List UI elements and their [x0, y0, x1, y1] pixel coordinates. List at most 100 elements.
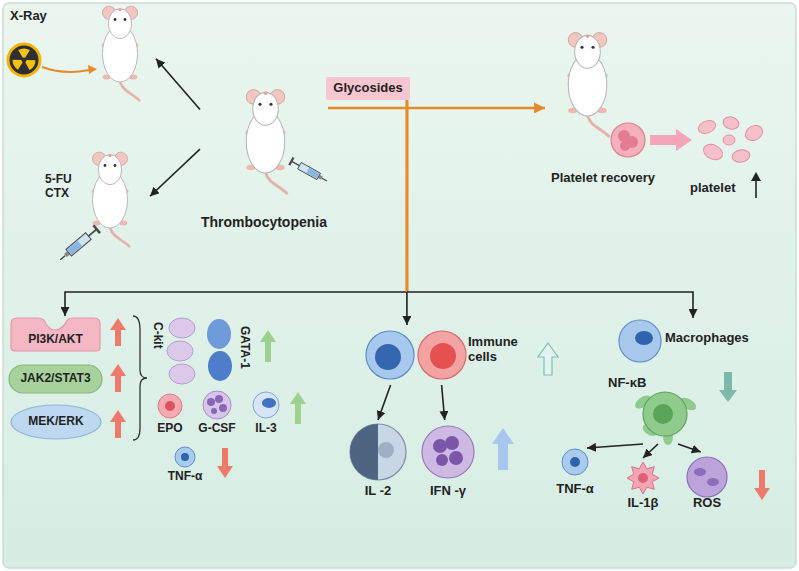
- increase-arrow: [751, 172, 761, 198]
- connector-line: [328, 107, 545, 110]
- node-label: MEK/ERK: [10, 415, 102, 429]
- grouping-bracket: [133, 316, 147, 440]
- connector-line: [406, 100, 409, 292]
- connector-line: [407, 292, 693, 318]
- pathway-pill: JAK2/STAT3: [8, 364, 103, 394]
- cytokine-cell-node: G-CSF: [192, 388, 242, 440]
- recovered-mouse: [567, 33, 609, 138]
- connector-line: [406, 100, 409, 292]
- nfkb-node: NF-κB: [608, 376, 708, 444]
- ros-node: ROS: [676, 452, 738, 516]
- connector-arrow: [328, 107, 545, 108]
- upregulation-arrow: [260, 330, 276, 362]
- epo-cell: [158, 394, 182, 418]
- treatment-box: Glycosides: [326, 77, 410, 100]
- drug-syringe: [57, 224, 101, 263]
- connector-line: [678, 444, 701, 452]
- node-label: Macrophages: [665, 331, 749, 346]
- drug-mouse-node: 5-FU CTX: [40, 140, 150, 265]
- cytokine-cell-node: IFN -γ: [415, 420, 481, 504]
- il2-cell: [350, 424, 406, 480]
- immune-cell-pair: [366, 331, 466, 379]
- connector-arrow: [442, 385, 445, 420]
- ifn-cell: [422, 426, 474, 478]
- cytokine-cell-node: TNF-α: [545, 448, 605, 504]
- connector-arrow: [65, 100, 407, 316]
- macrophage-cell: [619, 320, 661, 362]
- node-label: IL -2: [338, 484, 418, 499]
- production-arrow: [650, 129, 692, 151]
- node-label: TNF-α: [155, 470, 215, 484]
- connector-arrow: [156, 59, 200, 110]
- thrombocytopenia-mouse: [245, 90, 287, 195]
- connector-line: [65, 292, 407, 316]
- connector-line: [406, 292, 408, 325]
- connector-line: [406, 100, 409, 292]
- injected-mouse: [92, 152, 130, 247]
- connector-arrow: [643, 444, 658, 458]
- node-label: IL-3: [241, 422, 291, 436]
- cytokine-cell-node: IL-3: [246, 388, 286, 440]
- free-label: platelet: [690, 181, 736, 196]
- node-label: GATA-1: [237, 326, 251, 369]
- connector-line: [378, 385, 391, 420]
- node-label: ROS: [671, 496, 743, 511]
- cytokine-cell-node: TNF-α: [160, 446, 210, 490]
- background-panel: [3, 3, 796, 568]
- pathway-receptor: PI3K/AKT: [8, 316, 103, 352]
- decrease-arrow: [719, 372, 737, 402]
- connector-line: [643, 444, 658, 458]
- tnf-cell: [175, 447, 195, 467]
- node-label: X-Ray: [10, 9, 70, 24]
- node-label: G-CSF: [187, 422, 247, 436]
- increase-arrow: [492, 428, 514, 470]
- receptor-node: C-kit: [148, 316, 198, 386]
- downregulation-arrow: [217, 448, 233, 478]
- macrophage-node: Macrophages: [615, 318, 745, 364]
- node-label: 5-FU CTX: [45, 173, 81, 201]
- irradiated-mouse: [102, 6, 140, 101]
- increase-outline-arrow: [538, 343, 558, 375]
- node-label: NF-κB: [608, 376, 646, 391]
- node-label: PI3K/AKT: [8, 333, 103, 347]
- neutrophil-cell: [203, 391, 231, 419]
- node-label: EPO: [145, 422, 195, 436]
- xray-icon: [8, 44, 40, 76]
- xray-mouse-node: X-Ray: [6, 6, 156, 102]
- immune-cells-node: Immune cells: [360, 325, 530, 385]
- il3-cell: [253, 392, 279, 418]
- connector-arrow: [406, 100, 407, 325]
- tnf-cell: [562, 449, 588, 475]
- connector-line: [442, 385, 445, 420]
- connector-line: [150, 149, 200, 196]
- node-label: C-kit: [150, 322, 164, 349]
- cytokine-cell-node: IL -2: [345, 420, 411, 504]
- recovery-mouse-node: Platelet recovery: [545, 25, 695, 190]
- connector-arrow: [678, 444, 701, 452]
- upregulation-arrows: [110, 318, 126, 438]
- irradiation-arrow: [42, 65, 97, 74]
- node-label: IFN -γ: [408, 484, 488, 499]
- downregulation-arrow: [754, 470, 770, 500]
- platelet-fragments: [696, 115, 765, 163]
- transcription-factor-node: GATA-1: [205, 316, 260, 386]
- node-label: TNF-α: [540, 482, 610, 497]
- connector-arrow: [407, 100, 693, 318]
- cytokine-cell-node: IL-1β: [612, 458, 674, 516]
- node-label: IL-1β: [607, 496, 679, 511]
- node-label: Glycosides: [326, 81, 410, 96]
- il1b-cell: [627, 462, 659, 494]
- node-outline: [205, 316, 260, 386]
- connector-line: [587, 444, 643, 448]
- ros-cell: [687, 457, 727, 497]
- connector-arrow: [587, 444, 643, 448]
- connector-arrow: [150, 149, 200, 196]
- pathway-ellipse: MEK/ERK: [10, 404, 102, 440]
- upregulation-arrow: [290, 392, 306, 424]
- connector-arrow: [378, 385, 391, 420]
- model-mouse-node: Thrombocytopenia: [200, 78, 328, 236]
- node-label: JAK2/STAT3: [8, 372, 103, 386]
